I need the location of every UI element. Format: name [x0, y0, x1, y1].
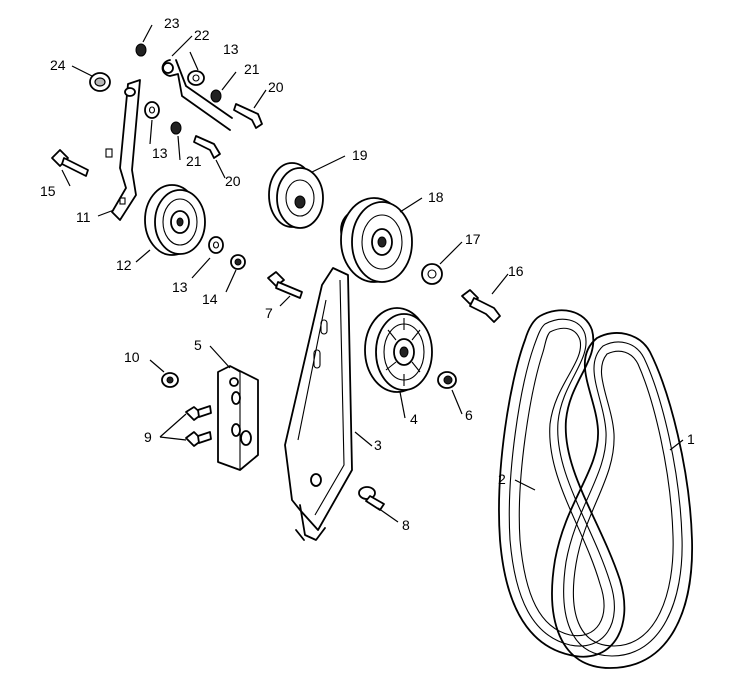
callout-20a: 20: [268, 79, 284, 95]
callout-2: 2: [498, 471, 506, 487]
bolts-20: [193, 103, 263, 159]
pulley-18: [340, 197, 413, 283]
callout-16: 16: [508, 263, 524, 279]
idler-arm-3: [284, 267, 353, 541]
nuts-21: [170, 89, 222, 135]
nut-6: [437, 371, 457, 389]
callout-12: 12: [116, 257, 132, 273]
leader-lines: [61, 24, 684, 523]
callout-6: 6: [465, 407, 473, 423]
bracket-11: [105, 79, 141, 221]
rod-22: [161, 59, 233, 131]
callout-14: 14: [202, 291, 218, 307]
pulley-4: [364, 307, 433, 393]
callout-17: 17: [465, 231, 481, 247]
bolt-16: [461, 289, 501, 323]
callout-19: 19: [352, 147, 368, 163]
callout-7: 7: [265, 305, 273, 321]
nut-10: [161, 372, 179, 388]
nut-14: [230, 254, 246, 270]
callout-18: 18: [428, 189, 444, 205]
callout-24: 24: [50, 57, 66, 73]
bolt-15: [51, 149, 89, 177]
washer-24: [89, 72, 111, 92]
belt-1: [551, 332, 693, 669]
belt-2: [498, 309, 626, 658]
callout-5: 5: [194, 337, 202, 353]
callout-23: 23: [164, 15, 180, 31]
washer-23: [135, 43, 147, 57]
callout-1: 1: [687, 431, 695, 447]
callout-13a: 13: [223, 41, 239, 57]
callout-22: 22: [194, 27, 210, 43]
bolt-8: [358, 486, 385, 511]
callout-9: 9: [144, 429, 152, 445]
callout-labels: 1 2 3 4 5 6 7 8 9 10 11 12 13 13 13 14 1…: [40, 15, 695, 533]
callout-13c: 13: [172, 279, 188, 295]
callout-11: 11: [76, 209, 91, 225]
callout-15: 15: [40, 183, 56, 199]
bracket-plate-5: [217, 365, 259, 471]
callout-20b: 20: [225, 173, 241, 189]
washer-17: [421, 263, 443, 285]
callout-3: 3: [374, 437, 382, 453]
callout-4: 4: [410, 411, 418, 427]
bolt-7: [267, 271, 303, 299]
callout-21a: 21: [244, 61, 260, 77]
pulley-12: [144, 184, 206, 256]
bolts-9: [185, 405, 212, 447]
washers-13: [144, 70, 224, 254]
callout-13b: 13: [152, 145, 168, 161]
callout-10: 10: [124, 349, 140, 365]
callout-8: 8: [402, 517, 410, 533]
callout-21b: 21: [186, 153, 202, 169]
pulley-19: [268, 162, 324, 229]
